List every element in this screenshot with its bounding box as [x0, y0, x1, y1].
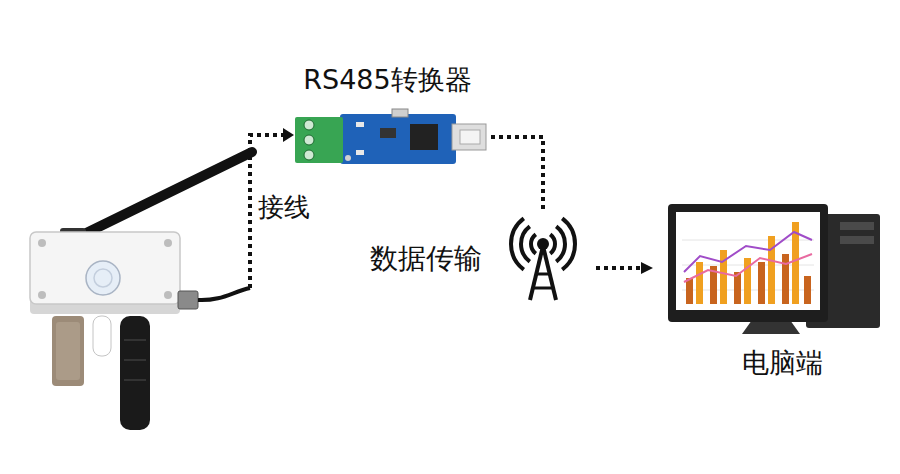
terminal-block — [295, 117, 343, 163]
antenna — [72, 152, 252, 240]
chart-bar — [782, 254, 789, 304]
screen — [676, 212, 820, 310]
computer — [668, 204, 880, 334]
tower-node: 数据传输 — [366, 212, 590, 307]
pir-ring — [94, 269, 112, 287]
switch — [392, 109, 408, 117]
radio-wave — [550, 234, 555, 253]
screw — [164, 291, 172, 299]
chip — [410, 124, 438, 150]
chart-line — [684, 254, 812, 282]
tower-top — [537, 238, 549, 250]
pcb-board — [340, 114, 456, 164]
drive-bay — [840, 236, 874, 244]
radio-wave — [562, 218, 575, 269]
node-text: RS485转换器 — [303, 64, 471, 95]
chart-bar — [720, 250, 727, 304]
cable — [198, 288, 250, 300]
probe-ridge — [124, 359, 146, 361]
probe-black — [120, 316, 150, 430]
radio-wave — [531, 234, 536, 253]
screw — [38, 239, 46, 247]
chip — [380, 128, 396, 138]
monitor — [668, 204, 828, 322]
wiring-label: 接线 — [258, 193, 310, 223]
radio-wave — [521, 226, 530, 261]
usb-plug — [452, 124, 486, 150]
probe-texture — [56, 322, 80, 380]
dotted-connector — [596, 266, 641, 270]
terminal-screw — [304, 135, 314, 145]
connector — [178, 291, 198, 309]
rs485-converter — [295, 109, 486, 164]
drive-bay — [840, 222, 874, 230]
converter-node: RS485转换器 — [285, 64, 490, 170]
wiring-arrowhead — [283, 128, 294, 142]
led — [356, 150, 364, 155]
usb-inner — [460, 130, 480, 144]
chart-bar — [696, 262, 703, 304]
probe-ridge — [124, 379, 146, 381]
monitor-stand — [742, 320, 800, 334]
sensor-device — [30, 152, 252, 430]
node-text: 数据传输 — [370, 243, 482, 275]
terminal-screw — [304, 150, 314, 160]
mount-hole — [345, 155, 351, 161]
chart-bar — [804, 276, 811, 304]
radio-wave — [511, 218, 524, 269]
screw — [164, 239, 172, 247]
tower-bar — [536, 273, 550, 276]
led — [356, 122, 364, 127]
pir-dome — [86, 261, 120, 295]
chart-bar — [686, 278, 693, 304]
node-text: 电脑端 — [742, 347, 823, 378]
dotted-connector — [491, 137, 543, 211]
housing — [30, 232, 180, 304]
probe-brown — [52, 316, 84, 386]
screw — [38, 291, 46, 299]
probe-white — [93, 316, 111, 356]
tower-bar — [533, 287, 553, 290]
terminal-screw — [304, 120, 314, 130]
chart-bar — [758, 262, 765, 304]
radio-wave — [556, 226, 565, 261]
computer-node: 电脑端 — [655, 200, 885, 382]
radio-tower — [511, 218, 575, 300]
probe-ridge — [124, 339, 146, 341]
